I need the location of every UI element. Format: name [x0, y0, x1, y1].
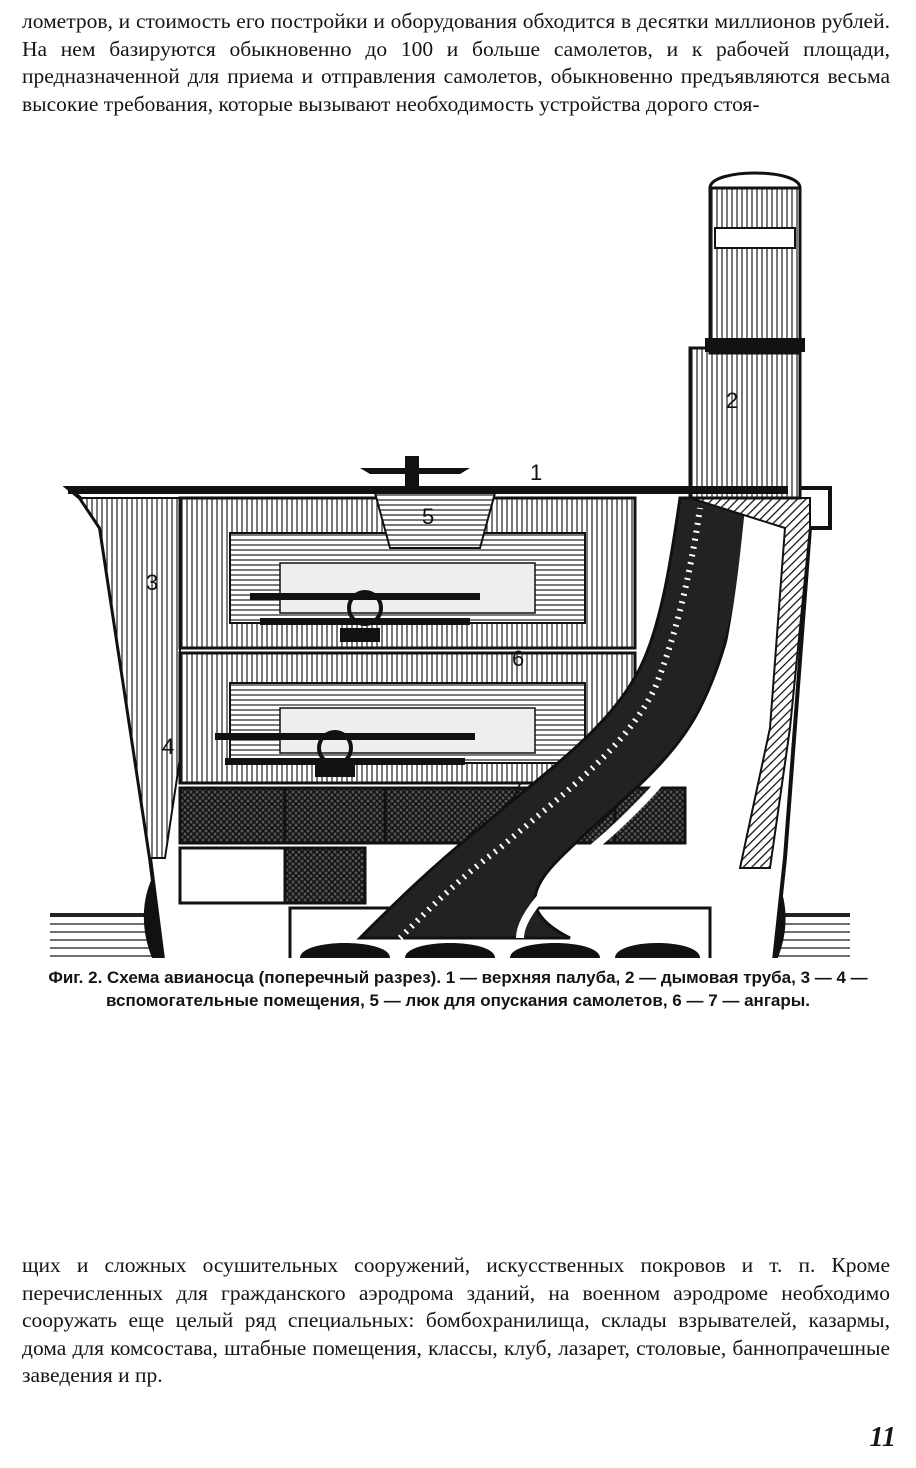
flight-deck [68, 486, 788, 494]
page-number: 11 [869, 1422, 896, 1453]
biplane-lower-hangar [215, 730, 475, 777]
biplane-on-deck [360, 456, 470, 488]
aircraft-hatch [373, 492, 497, 549]
label-hatch: 5 [422, 504, 434, 529]
figure-caption: Фиг. 2. Схема авианосца (поперечный разр… [48, 968, 868, 1010]
label-hangar-upper: 6 [512, 646, 524, 671]
carrier-cross-section-illustration: 1 2 3 4 5 6 7 [50, 171, 850, 958]
biplane-upper-hangar [250, 590, 480, 642]
label-funnel: 2 [726, 388, 738, 413]
label-hangar-lower: 7 [510, 778, 522, 803]
carrier-cross-section-figure: 1 2 3 4 5 6 7 [50, 168, 850, 958]
boilers [300, 943, 700, 958]
label-aux-room-upper: 3 [146, 570, 158, 595]
top-paragraph: лометров, и стоимость его постройки и об… [22, 9, 890, 116]
funnel [688, 171, 805, 500]
bottom-paragraph: щих и сложных осушительных сооружений, и… [22, 1253, 890, 1387]
label-aux-room-lower: 4 [162, 734, 174, 759]
label-deck: 1 [530, 460, 542, 485]
